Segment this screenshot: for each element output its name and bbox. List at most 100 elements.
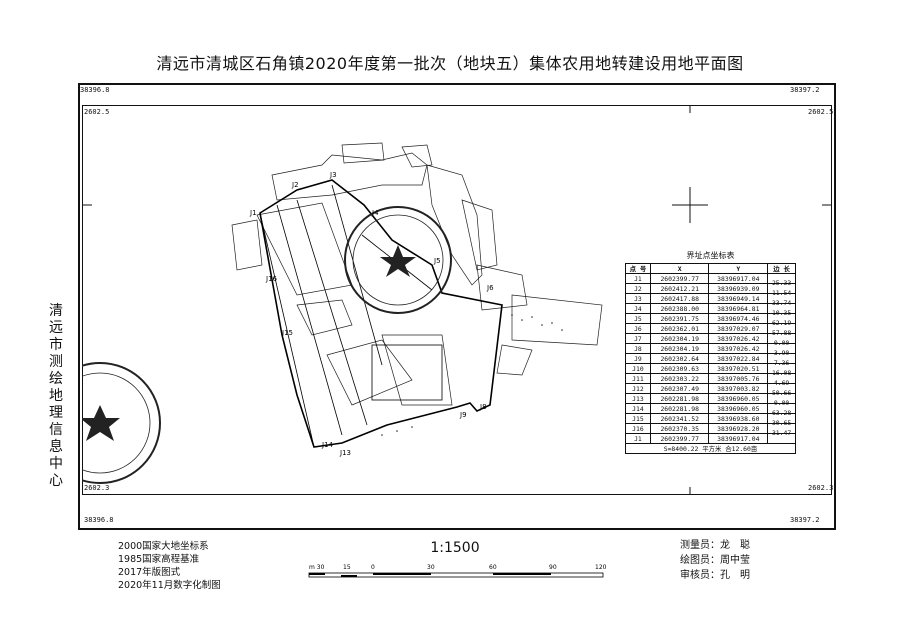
parcel-boundary <box>259 179 503 448</box>
scale-tick-label: 15 <box>343 564 351 571</box>
edge-length: 30.65 <box>767 413 796 427</box>
point-id: J8 <box>625 343 651 354</box>
point-y: 38397003.82 <box>708 383 769 394</box>
scale-tick-label: 0 <box>371 564 375 571</box>
scale-tick-label: 90 <box>549 564 557 571</box>
point-y: 38396974.46 <box>708 313 769 324</box>
point-id: J2 <box>625 283 651 294</box>
edge-length: 63.28 <box>767 403 796 417</box>
point-y: 38397022.84 <box>708 353 769 364</box>
point-y: 38396939.09 <box>708 283 769 294</box>
point-label-j13: J13 <box>339 449 351 457</box>
point-x: 2602399.77 <box>649 273 710 284</box>
point-labels: J1 J2 J3 J4 J5 J6 J8 J9 J13 J14 J15 J16 <box>249 171 494 457</box>
point-x: 2602362.01 <box>649 323 710 334</box>
point-y: 38396949.14 <box>708 293 769 304</box>
point-label-j2: J2 <box>291 181 299 189</box>
point-x: 2602304.19 <box>649 343 710 354</box>
point-id: J4 <box>625 303 651 314</box>
note-elevation-datum: 1985国家高程基准 <box>118 554 200 565</box>
point-id: J11 <box>625 373 651 384</box>
point-y: 38396960.05 <box>708 403 769 414</box>
coord-top-right-y: 38397.2 <box>790 86 820 94</box>
point-label-j8: J8 <box>479 403 487 411</box>
point-id: J15 <box>625 413 651 424</box>
grid-cross-marks <box>82 105 832 495</box>
point-id: J5 <box>625 313 651 324</box>
edge-length: 11.54 <box>767 283 796 297</box>
point-id: J16 <box>625 423 651 434</box>
point-x: 2602412.21 <box>649 283 710 294</box>
point-label-j6: J6 <box>486 284 494 292</box>
point-x: 2602370.35 <box>649 423 710 434</box>
edge-length: 7.36 <box>767 353 796 367</box>
point-x: 2602281.98 <box>649 393 710 404</box>
point-x: 2602309.63 <box>649 363 710 374</box>
map-notes: 2000国家大地坐标系 1985国家高程基准 2017年版图式 2020年11月… <box>118 540 221 592</box>
point-y: 38397029.07 <box>708 323 769 334</box>
point-label-j3: J3 <box>329 171 337 179</box>
side-seal <box>82 362 161 484</box>
edge-length: 62.19 <box>767 313 796 327</box>
point-id: J1 <box>625 433 651 444</box>
point-id: J3 <box>625 293 651 304</box>
side-organization-label: 清远市测绘地理信息中心 <box>49 303 63 489</box>
point-label-j5: J5 <box>433 257 441 265</box>
point-y: 38396964.81 <box>708 303 769 314</box>
edge-length: 57.88 <box>767 323 796 337</box>
note-symbol-standard: 2017年版图式 <box>118 567 181 578</box>
coord-bottom-left-x: 2602.3 <box>84 484 110 492</box>
point-id: J14 <box>625 403 651 414</box>
point-x: 2602341.52 <box>649 413 710 424</box>
inner-frame <box>82 105 832 495</box>
edge-length: 50.66 <box>767 383 796 397</box>
area-summary: S=8400.22 平方米 合12.60亩 <box>625 443 796 454</box>
coord-top-left-y: 38396.8 <box>80 86 110 94</box>
edge-length: 31.47 <box>767 423 796 437</box>
table-header-y: Y <box>708 263 769 274</box>
point-label-j1: J1 <box>249 209 257 217</box>
point-y: 38397026.42 <box>708 343 769 354</box>
edge-length: 25.33 <box>767 273 796 287</box>
point-x: 2602302.64 <box>649 353 710 364</box>
point-label-j9: J9 <box>459 411 467 419</box>
road-dots <box>381 314 563 436</box>
edge-length: 0.00 <box>767 393 796 407</box>
edge-length: 0.00 <box>767 333 796 347</box>
map-title: 清远市清城区石角镇2020年度第一批次（地块五）集体农用地转建设用地平面图 <box>156 54 744 73</box>
point-x: 2602399.77 <box>649 433 710 444</box>
edge-length: 3.90 <box>767 343 796 357</box>
point-label-j4: J4 <box>371 209 379 217</box>
scale-ratio: 1:1500 <box>430 540 480 556</box>
scale-tick-label: 30 <box>427 564 435 571</box>
staff-list: 测量员：龙 聪 绘图员：周中莹 审核员：孔 明 <box>680 538 750 583</box>
point-y: 38397005.76 <box>708 373 769 384</box>
point-label-j14: J14 <box>321 441 334 449</box>
note-drawing-date: 2020年11月数字化制图 <box>118 580 221 591</box>
scale-tick-label: 60 <box>489 564 497 571</box>
point-y: 38396938.60 <box>708 413 769 424</box>
approval-seal <box>344 206 452 314</box>
point-label-j15: J15 <box>281 329 293 337</box>
point-id: J13 <box>625 393 651 404</box>
point-id: J6 <box>625 323 651 334</box>
point-x: 2602304.19 <box>649 333 710 344</box>
staff-reviewer: 审核员：孔 明 <box>680 570 750 581</box>
point-y: 38396917.04 <box>708 433 769 444</box>
table-title: 界址点坐标表 <box>686 251 735 260</box>
edge-length: 4.69 <box>767 373 796 387</box>
